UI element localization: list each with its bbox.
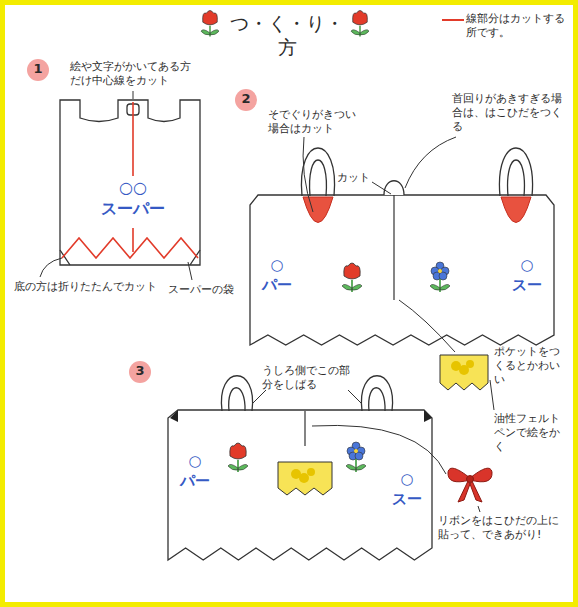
cut-line (62, 238, 198, 258)
instruction-note: リボンをはこひだの上に貼って、できあがり! (438, 514, 568, 542)
leader-line (478, 506, 480, 512)
cut-bag (250, 148, 554, 345)
cut-mark: カット (337, 171, 377, 185)
leader-line (312, 425, 446, 474)
part-name: スーパーの袋 (168, 283, 240, 297)
cut-area (501, 197, 531, 223)
title: つ・く・り・方 (224, 12, 350, 60)
leader-line (188, 262, 192, 280)
bag-print: ○ パー (256, 256, 298, 295)
step-number: 3 (129, 363, 151, 380)
slit-line (393, 195, 394, 300)
legend-entry: 線部分はカットする所です。 (440, 12, 566, 40)
leader-line (405, 137, 456, 188)
bag-print: ○ パー (174, 452, 216, 491)
leader-line (40, 258, 62, 277)
tulip-icon (201, 10, 219, 36)
instruction-note: ポケットをつくるとかわいい (494, 345, 570, 386)
instruction-note: 絵や文字がかいてある方だけ中心線をカット (70, 60, 196, 88)
leader-line (348, 390, 362, 404)
flower-icon (430, 262, 450, 292)
plastic-bag (60, 100, 200, 265)
pocket (440, 355, 488, 390)
tulip-icon (342, 263, 362, 292)
bag-print: ○○ スーパー (96, 178, 170, 220)
leader-line (252, 390, 266, 404)
finished-bag (168, 376, 432, 560)
leader-line (133, 91, 134, 99)
cut-area (303, 197, 333, 223)
pocket-flowers (451, 360, 474, 375)
tulip-icon (351, 10, 369, 36)
step-circle (235, 89, 257, 111)
legend-text: 線部分はカットする所です。 (466, 12, 566, 40)
frame (3, 3, 576, 605)
legend-sample (440, 12, 466, 26)
instruction-note: 油性フェルトペンで絵をかく (494, 412, 570, 453)
instruction-note: うしろ側でこの部分をしばる (262, 364, 354, 392)
instruction-note: そでぐりがきつい場合はカット (268, 108, 364, 136)
pocket (278, 462, 332, 495)
step-number: 2 (235, 91, 257, 108)
leader-line (303, 137, 313, 212)
slit-line (304, 411, 305, 446)
tied-corner (170, 410, 432, 422)
tulip-icon (228, 443, 248, 472)
flower-icon (346, 442, 366, 472)
step-circle (27, 59, 49, 81)
ribbon-bow (448, 468, 492, 502)
step-number: 1 (27, 61, 49, 78)
instruction-note: 底の方は折りたたんでカット (14, 280, 162, 294)
pocket-flowers (291, 468, 315, 483)
instruction-note: 首回りがあきすぎる場合は、はこひだをつくる (452, 92, 570, 133)
cut-line (132, 102, 134, 252)
leader-line (490, 380, 494, 410)
cut-line-sample (442, 19, 464, 21)
step-circle (129, 361, 151, 383)
bag-print: ○ スー (506, 256, 548, 295)
leader-line (372, 182, 391, 194)
bag-print: ○ スー (386, 470, 428, 509)
leader-line (399, 300, 455, 352)
